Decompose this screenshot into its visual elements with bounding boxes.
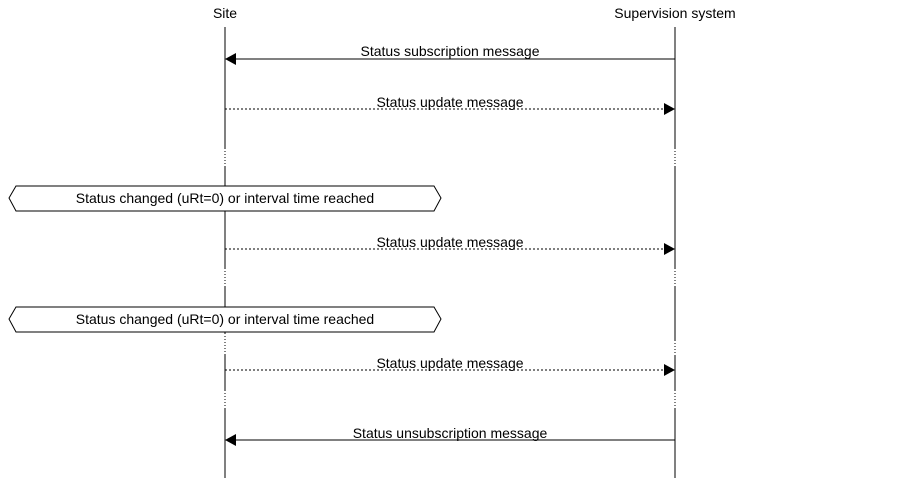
arrowhead-right-icon [664,243,675,255]
participant-site-label: Site [213,5,237,21]
note-status-changed: Status changed (uRt=0) or interval time … [8,185,442,212]
message-status-update: Status update message [225,355,675,376]
note-label: Status changed (uRt=0) or interval time … [76,311,374,327]
arrowhead-left-icon [225,434,236,446]
message-label: Status update message [376,234,523,250]
note-status-changed: Status changed (uRt=0) or interval time … [8,306,442,333]
arrowhead-left-icon [225,53,236,65]
message-label: Status unsubscription message [353,425,548,441]
participant-supervision-label: Supervision system [614,5,735,21]
message-label: Status update message [376,94,523,110]
message-status-update: Status update message [225,234,675,255]
message-unsubscription: Status unsubscription message [225,425,675,446]
message-label: Status subscription message [361,43,540,59]
arrowhead-right-icon [664,103,675,115]
message-subscription: Status subscription message [225,43,675,65]
note-label: Status changed (uRt=0) or interval time … [76,190,374,206]
arrowhead-right-icon [664,364,675,376]
message-label: Status update message [376,355,523,371]
message-status-update: Status update message [225,94,675,115]
